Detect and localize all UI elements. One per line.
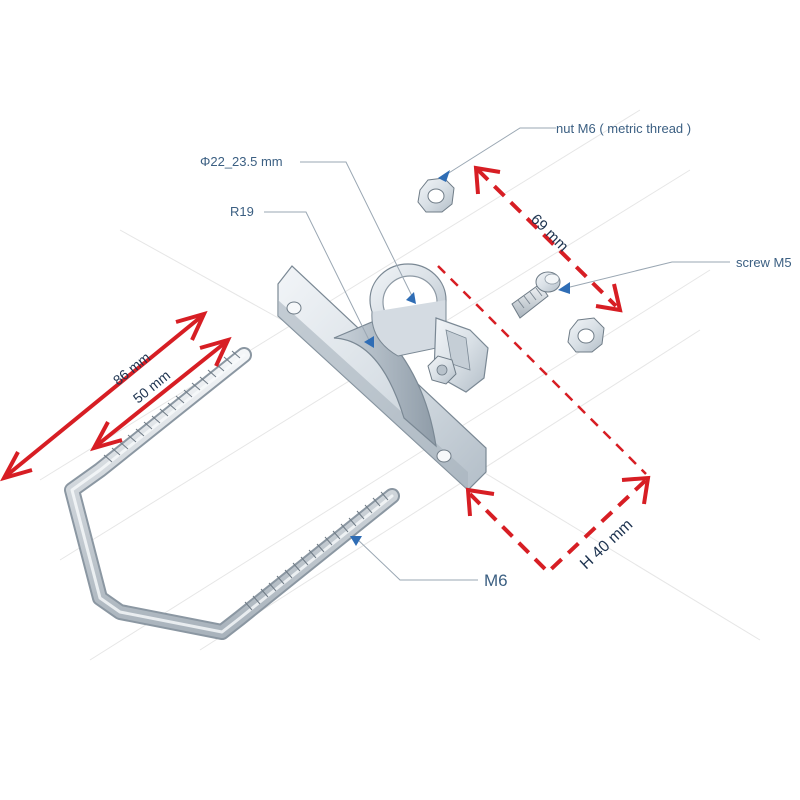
chevron-arrow-icon: [621, 475, 651, 505]
clamp-bracket: [277, 263, 489, 491]
chevron-arrow-icon: [0, 451, 33, 482]
triangle-arrow-icon: [558, 282, 570, 294]
radius-label: R19: [230, 204, 254, 219]
leader-lines: [264, 127, 730, 581]
guide-lines: [39, 109, 761, 661]
dimension-69mm: [473, 165, 623, 313]
chevron-arrow-icon: [465, 487, 495, 517]
nut-lower: [567, 317, 605, 353]
height-label: H 40 mm: [577, 516, 636, 573]
triangle-arrow-icon: [364, 336, 374, 348]
chevron-arrow-icon: [595, 283, 623, 313]
triangle-arrow-icon: [406, 292, 416, 304]
dimension-86mm: [0, 310, 208, 482]
thread-label: M6: [484, 571, 508, 590]
bolt-spacing-label: 69 mm: [527, 211, 571, 255]
triangle-arrow-icon: [438, 170, 450, 182]
chevron-arrow-icon: [199, 336, 232, 367]
u-bolt: [64, 347, 400, 640]
thread-lower: [244, 491, 389, 611]
chevron-arrow-icon: [175, 310, 208, 341]
chevron-arrow-icon: [473, 165, 501, 195]
screw-label: screw M5: [736, 255, 792, 270]
dimension-40mm: [437, 265, 651, 575]
triangle-arrow-icon: [350, 536, 362, 546]
nut-upper: [417, 177, 455, 213]
chevron-arrow-icon: [89, 421, 123, 452]
dimension-50mm: [89, 336, 232, 452]
pointer-arrows: [350, 170, 570, 546]
nut-label: nut M6 ( metric thread ): [556, 121, 691, 136]
thread-upper: [103, 350, 241, 463]
diameter-label: Φ22_23.5 mm: [200, 154, 283, 169]
screw-m5: [511, 271, 561, 319]
